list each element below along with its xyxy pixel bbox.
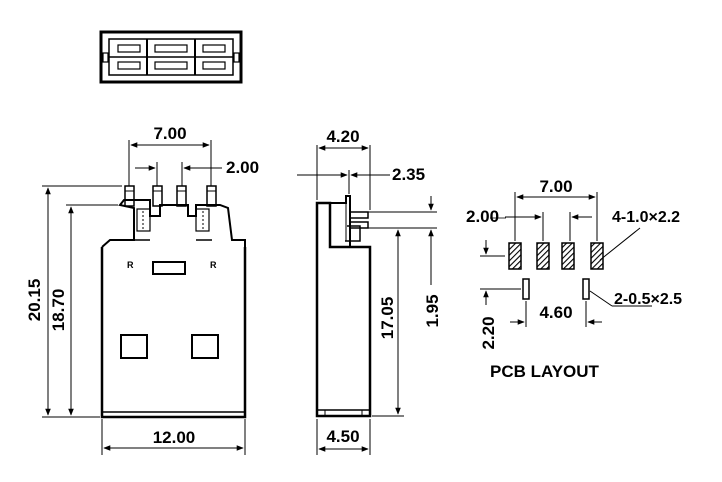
pcb-pad bbox=[508, 242, 522, 270]
dim-body-height: 18.70 bbox=[49, 289, 68, 332]
front-view: R R bbox=[100, 185, 247, 419]
pcb-pad-spec: 4-1.0×2.2 bbox=[612, 209, 680, 226]
dim-body-width: 12.00 bbox=[153, 428, 196, 447]
dim-top-pin-span: 7.00 bbox=[153, 124, 186, 143]
side-view bbox=[315, 195, 372, 418]
front-dimensions bbox=[42, 140, 246, 455]
pcb-pad bbox=[561, 242, 575, 270]
pcb-pad-gap: 2.00 bbox=[466, 207, 499, 226]
pcb-labels: 7.00 2.00 4-1.0×2.2 2-0.5×2.5 4.60 2.20 … bbox=[466, 177, 682, 381]
dim-side-width: 4.50 bbox=[326, 427, 359, 446]
pcb-pad-span: 7.00 bbox=[539, 177, 572, 196]
pcb-slot bbox=[522, 278, 530, 300]
svg-text:R: R bbox=[127, 260, 134, 270]
dim-total-height: 20.15 bbox=[25, 279, 44, 322]
dim-side-pin-height: 1.95 bbox=[423, 294, 442, 327]
pcb-slot bbox=[582, 278, 590, 300]
top-view bbox=[99, 30, 243, 84]
dim-top-pin-gap: 2.00 bbox=[226, 158, 259, 177]
pcb-pad bbox=[536, 242, 550, 270]
pcb-slot-span: 4.60 bbox=[539, 303, 572, 322]
dim-side-pin-offset: 2.35 bbox=[392, 165, 425, 184]
svg-text:R: R bbox=[210, 260, 217, 270]
dim-side-top-width: 4.20 bbox=[326, 127, 359, 146]
pcb-pad bbox=[590, 242, 604, 270]
pcb-slot-spec: 2-0.5×2.5 bbox=[614, 291, 682, 308]
dim-side-body-height: 17.05 bbox=[378, 297, 397, 340]
front-dimension-labels: 7.00 2.00 20.15 18.70 12.00 bbox=[25, 124, 259, 447]
pcb-dimensions bbox=[480, 192, 652, 327]
side-dimension-labels: 4.20 2.35 17.05 1.95 4.50 bbox=[326, 127, 442, 446]
pcb-slot-offset: 2.20 bbox=[479, 316, 498, 349]
pcb-layout-title: PCB LAYOUT bbox=[490, 362, 600, 381]
side-dimensions bbox=[297, 145, 437, 455]
pcb-pads bbox=[508, 242, 604, 300]
